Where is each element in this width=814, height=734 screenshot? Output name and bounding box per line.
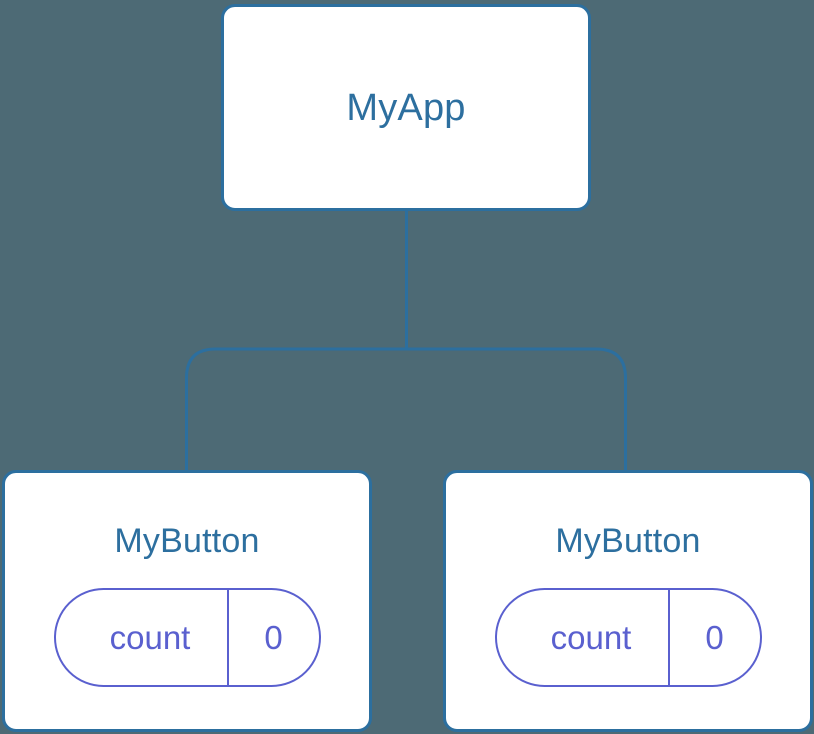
edge-branch-bracket <box>185 347 627 472</box>
state-pill-right[interactable]: count 0 <box>494 588 762 687</box>
state-value-left-text: 0 <box>264 619 283 656</box>
state-value-right: 0 <box>670 590 760 685</box>
state-value-right-text: 0 <box>705 619 724 656</box>
state-key-right-text: count <box>550 619 632 656</box>
state-pill-left[interactable]: count 0 <box>53 588 321 687</box>
state-value-left: 0 <box>229 590 319 685</box>
node-mybutton-right[interactable]: MyButton count 0 <box>443 470 813 732</box>
state-key-left-text: count <box>109 619 191 656</box>
node-myapp[interactable]: MyApp <box>221 4 591 211</box>
node-mybutton-left[interactable]: MyButton count 0 <box>2 470 372 732</box>
state-key-right: count <box>497 590 670 685</box>
node-mybutton-left-label: MyButton <box>114 522 260 560</box>
state-key-left: count <box>56 590 229 685</box>
node-myapp-label: MyApp <box>346 86 466 129</box>
node-mybutton-right-label: MyButton <box>555 522 701 560</box>
